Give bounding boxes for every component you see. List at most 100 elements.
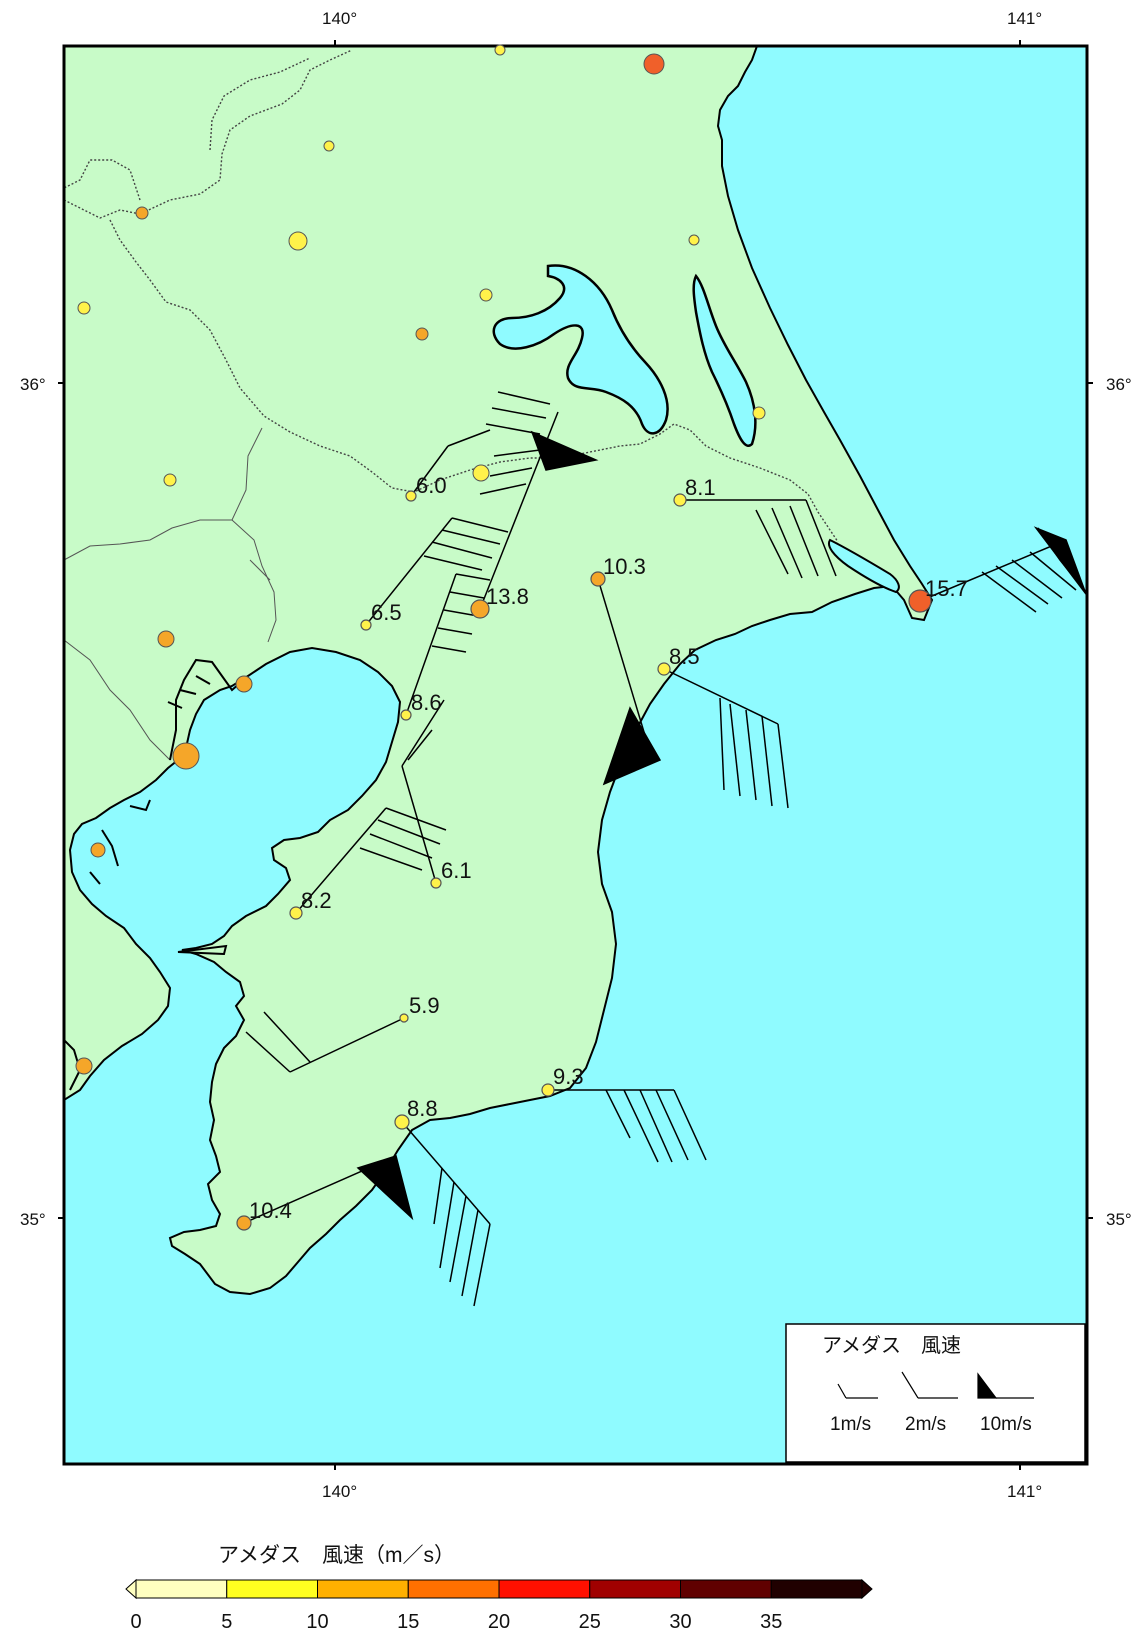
legend-label-2ms: 2m/s: [905, 1414, 946, 1435]
station-speed-label: 9.3: [553, 1064, 584, 1089]
lon-tick-top-141: 141°: [1007, 9, 1042, 28]
colorbar-tick-label: 30: [669, 1611, 691, 1633]
colorbar-tick-label: 0: [130, 1611, 141, 1633]
colorbar-arrow-high: [861, 1578, 873, 1600]
station-marker-unlabelled: [688, 234, 700, 246]
station-marker-unlabelled: [90, 842, 106, 858]
wind-barb-station-3: [365, 517, 509, 626]
futtsu-cape: [177, 944, 228, 956]
colorbar-tick-label: 20: [488, 1611, 510, 1633]
lat-tick-left-35: 35°: [20, 1210, 46, 1229]
legend-label-10ms: 10m/s: [980, 1414, 1032, 1435]
colorbar-tick-label: 15: [397, 1611, 419, 1633]
wind-barb-station-10: [295, 807, 447, 914]
colorbar-tick-label: 10: [306, 1611, 328, 1633]
barb-legend: アメダス 風速 1m/s 2m/s 10m/s: [785, 1323, 1086, 1463]
colorbar-tick-label: 35: [760, 1611, 782, 1633]
station-marker: [673, 493, 687, 507]
station-marker-unlabelled: [479, 288, 493, 302]
station-marker-unlabelled: [415, 327, 429, 341]
station-marker-unlabelled: [172, 742, 200, 770]
station-speed-label: 8.5: [669, 644, 700, 669]
colorbar-bin: [135, 1579, 228, 1599]
axis-ticks: [58, 40, 1093, 1470]
legend-sample-1ms: [837, 1383, 878, 1399]
wind-barb-station-14: [243, 1155, 414, 1224]
lat-tick-left-36: 36°: [20, 375, 46, 394]
station-13: 8.8: [394, 1096, 438, 1130]
map-frame: [62, 44, 1089, 1466]
station-9: 6.1: [430, 858, 472, 889]
legend-sample-2ms: [901, 1371, 958, 1399]
wind-barb-station-8: [663, 668, 789, 809]
station-1: 6.0: [405, 473, 447, 502]
labelled-stations: 6.0 13.8 6.5 8.6 10.3 8.1 15.7 8.5 6.1 8.2 5.9 9.3 8…: [236, 473, 968, 1231]
colorbar-title: アメダス 風速（m／s）: [218, 1544, 455, 1567]
station-marker: [394, 1114, 410, 1130]
colorbar-bin: [407, 1579, 500, 1599]
wind-barb-station-13: [401, 1121, 491, 1307]
station-marker: [289, 906, 303, 920]
other-stations: [75, 44, 766, 1075]
station-marker-unlabelled: [288, 231, 308, 251]
municipal-boundaries: [64, 427, 277, 761]
lon-tick-bottom-141: 141°: [1007, 1482, 1042, 1501]
wind-barb-station-9: [401, 699, 445, 884]
station-speed-label: 8.8: [407, 1096, 438, 1121]
station-11: 5.9: [399, 993, 440, 1023]
station-marker: [590, 571, 606, 587]
legend-box: [785, 1323, 1086, 1463]
station-speed-label: 6.1: [441, 858, 472, 883]
wind-barb-station-6: [680, 499, 837, 579]
station-marker: [908, 589, 932, 613]
station-marker-unlabelled: [135, 206, 149, 220]
station-marker: [399, 1013, 409, 1023]
lon-tick-bottom-140: 140°: [322, 1482, 357, 1501]
station-marker: [430, 877, 442, 889]
station-speed-label: 6.5: [371, 600, 402, 625]
station-marker: [360, 619, 372, 631]
station-marker-unlabelled: [494, 44, 506, 56]
legend-label-1ms: 1m/s: [830, 1414, 871, 1435]
station-6: 8.1: [673, 475, 716, 507]
legend-sample-10ms: [977, 1372, 1034, 1399]
colorbar-bin: [589, 1579, 681, 1599]
station-marker: [541, 1083, 555, 1097]
wind-barb-station-2: [479, 391, 599, 610]
wind-barb-station-7: [919, 526, 1087, 613]
wind-barb-station-5: [597, 578, 662, 786]
station-marker-unlabelled: [323, 140, 335, 152]
station-marker-unlabelled: [752, 406, 766, 420]
station-5: 10.3: [590, 554, 646, 587]
station-marker-unlabelled: [77, 301, 91, 315]
station-marker-unlabelled: [157, 630, 175, 648]
colorbar-tick-label: 25: [579, 1611, 601, 1633]
station-speed-label: 8.6: [411, 690, 442, 715]
lake-kitaura: [692, 273, 757, 447]
station-3: 6.5: [360, 600, 402, 631]
station-marker-unlabelled: [75, 1057, 93, 1075]
lat-tick-right-36: 36°: [1106, 375, 1132, 394]
colorbar-bin: [680, 1579, 772, 1599]
station-10: 8.2: [289, 888, 332, 920]
lat-tick-right-35: 35°: [1106, 1210, 1132, 1229]
station-marker: [470, 599, 490, 619]
station-marker: [657, 662, 671, 676]
tone-river: [828, 538, 900, 594]
lake-kasumigaura: [492, 264, 669, 435]
station-speed-label: 13.8: [486, 584, 529, 609]
station-speed-label: 8.2: [301, 888, 332, 913]
wind-barb-station-1: [410, 429, 491, 497]
colorbar-bin: [317, 1579, 409, 1599]
station-speed-label: 10.3: [603, 554, 646, 579]
station-7: 15.7: [908, 576, 968, 613]
station-marker-unlabelled: [235, 675, 253, 693]
tokyo-coast-detail: [64, 658, 249, 1091]
station-speed-label: 8.1: [685, 475, 716, 500]
station-12: 9.3: [541, 1064, 584, 1097]
station-marker: [405, 490, 417, 502]
wind-barbs: [243, 391, 1087, 1307]
station-marker: [400, 709, 412, 721]
colorbar-bin: [770, 1579, 863, 1599]
